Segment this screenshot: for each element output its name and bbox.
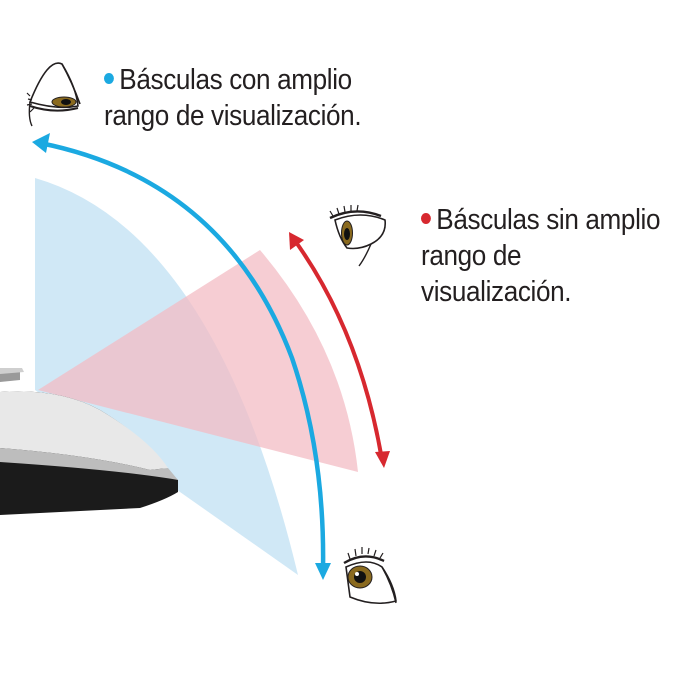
legend-narrow-range: Básculas sin amplio rango de visualizaci… bbox=[421, 202, 672, 310]
wide-arrow-head-top bbox=[32, 133, 50, 153]
legend-wide-line1: Básculas con amplio bbox=[104, 62, 361, 98]
legend-wide-text1: Básculas con amplio bbox=[119, 64, 352, 96]
eye-icon bbox=[329, 204, 387, 267]
legend-wide-range: Básculas con amplio rango de visualizaci… bbox=[104, 62, 362, 134]
eye-icon bbox=[343, 547, 397, 605]
narrow-arrow-head-top bbox=[289, 232, 304, 250]
narrow-arrow-head-bottom bbox=[375, 451, 390, 468]
legend-narrow-bullet bbox=[421, 213, 431, 224]
legend-narrow-text2: rango de visualización. bbox=[421, 240, 572, 308]
wide-arrow-head-bottom bbox=[315, 563, 331, 580]
narrow-range-arrow bbox=[289, 232, 390, 468]
wide-range-arrow bbox=[32, 133, 331, 580]
scale-body bbox=[0, 368, 178, 515]
eye-icon bbox=[26, 62, 81, 127]
legend-wide-bullet bbox=[104, 73, 114, 84]
narrow-viewing-zone bbox=[38, 250, 358, 472]
legend-wide-text2: rango de visualización. bbox=[104, 100, 362, 132]
legend-narrow-line1: Básculas sin amplio bbox=[421, 202, 672, 238]
legend-narrow-text1: Básculas sin amplio bbox=[436, 204, 661, 236]
